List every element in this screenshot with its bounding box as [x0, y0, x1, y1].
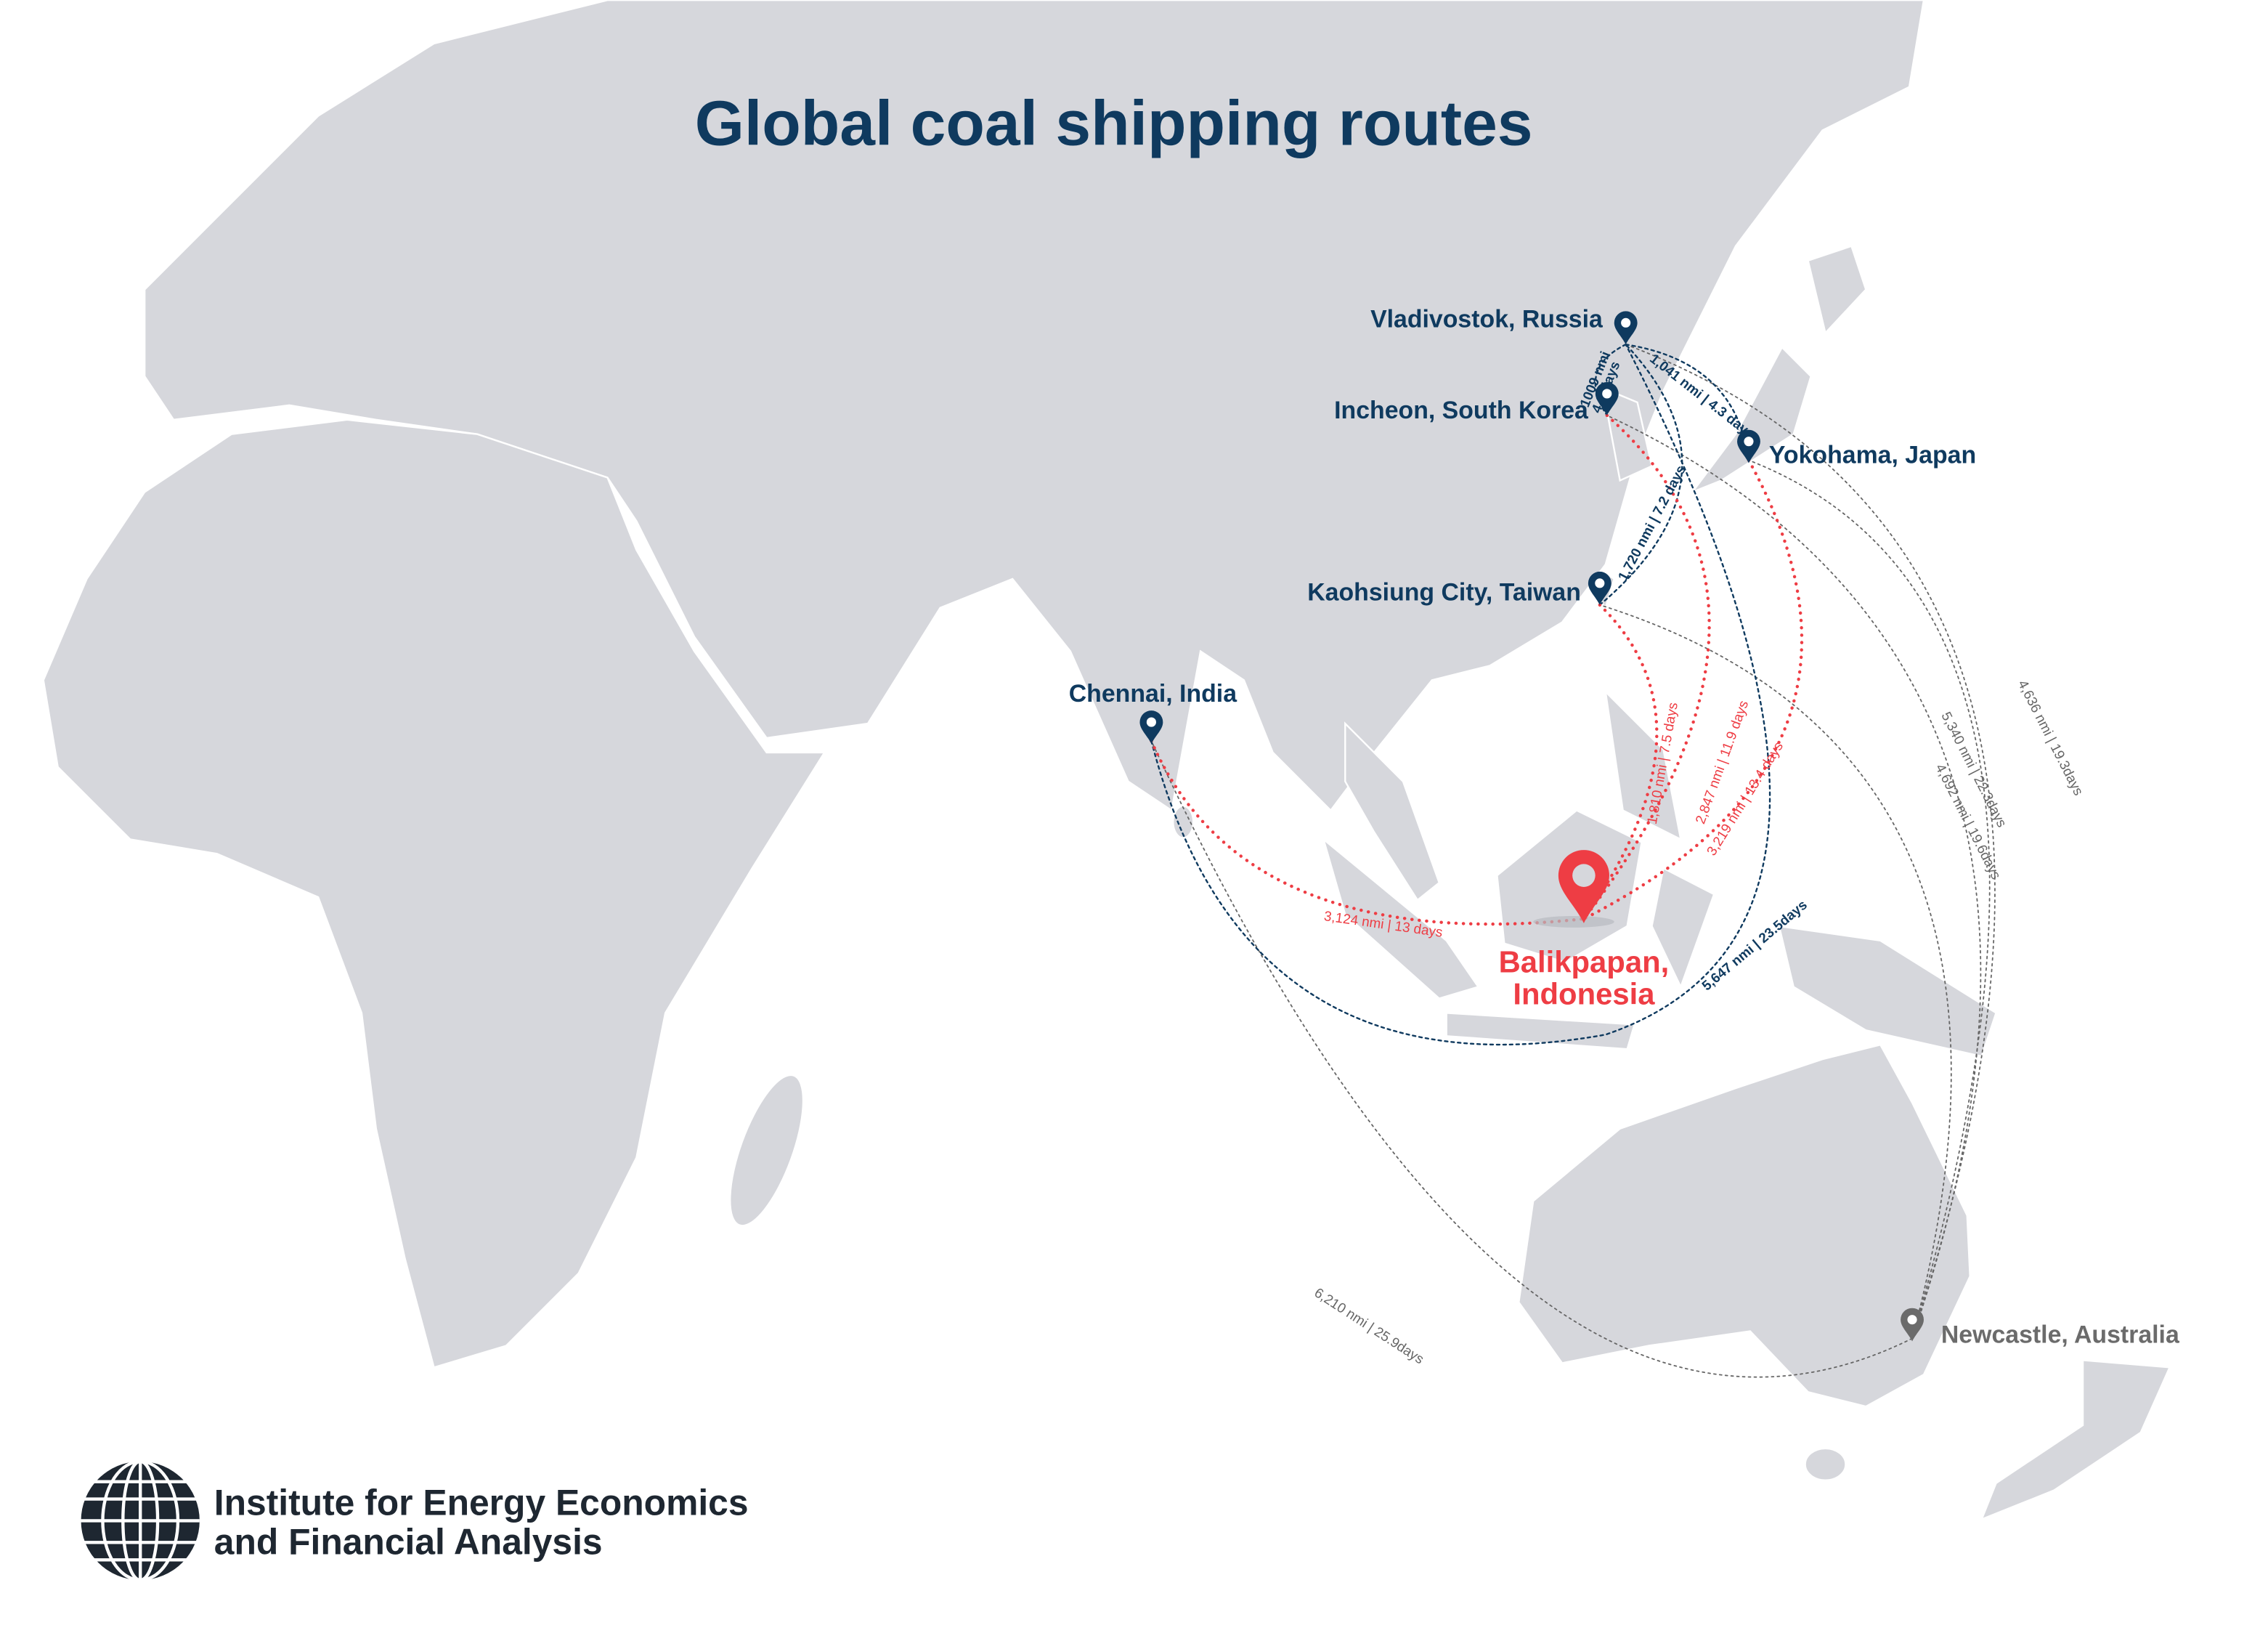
new-zealand [1980, 1359, 2171, 1521]
korea [1601, 386, 1653, 482]
tasmania [1804, 1447, 1847, 1481]
iefa-logo: Institute for Energy Economics and Finan… [81, 1459, 749, 1582]
australia [1518, 1043, 1971, 1408]
route-newcastle-kaohsiung [1598, 604, 1952, 1340]
port-label: Newcastle, Australia [1941, 1321, 2180, 1349]
sri-lanka [1172, 805, 1195, 839]
port-chennai[interactable]: Chennai, India [1069, 680, 1237, 744]
label-vladivostok-yokohama: 1,041 nmi | 4.3 days [1646, 352, 1757, 442]
sulawesi [1651, 867, 1715, 989]
logo-line1: Institute for Energy Economics [214, 1483, 749, 1523]
route-newcastle-yokohama [1748, 459, 1991, 1340]
port-incheon[interactable]: Incheon, South Korea [1334, 382, 1619, 424]
map-title: Global coal shipping routes [695, 87, 1533, 158]
eurasia [143, 0, 1925, 812]
new-guinea [1778, 925, 1997, 1058]
routes [1150, 344, 1996, 1378]
landmasses [42, 0, 2171, 1521]
route-chennai-balikpapan [1150, 739, 1586, 926]
japan [1689, 346, 1812, 495]
malay-peninsula [1344, 721, 1441, 901]
route-yokohama-balikpapan [1582, 458, 1804, 921]
map-pin-icon [1558, 850, 1609, 923]
hub-label-line1: Balikpapan, [1499, 945, 1670, 979]
madagascar [729, 1074, 805, 1227]
port-label: Yokohama, Japan [1769, 442, 1976, 469]
route-newcastle-chennai [1150, 740, 1913, 1378]
route-kaohsiung-balikpapan [1582, 603, 1659, 921]
port-markers: Vladivostok, Russia Incheon, South Korea… [1069, 305, 2180, 1348]
globe-grid-icon [81, 1459, 200, 1582]
route-chennai-vladivostok [1150, 344, 1771, 1046]
hokkaido [1807, 245, 1867, 335]
port-label: Vladivostok, Russia [1370, 305, 1604, 333]
pin-shadow [1533, 915, 1614, 928]
port-kaohsiung[interactable]: Kaohsiung City, Taiwan [1307, 571, 1611, 607]
hub-label-line2: Indonesia [1513, 976, 1655, 1010]
philippines [1604, 689, 1682, 841]
label-newcastle-chennai: 6,210 nmi | 25.9days [1312, 1285, 1426, 1367]
route-newcastle-vladivostok [1625, 344, 1996, 1340]
label-newcastle-vladivostok: 4,636 nmi | 19.3days [2015, 678, 2086, 798]
hub-balikpapan[interactable]: Balikpapan, Indonesia [1499, 850, 1670, 1010]
port-vladivostok[interactable]: Vladivostok, Russia [1370, 305, 1638, 345]
port-label: Kaohsiung City, Taiwan [1307, 579, 1581, 607]
port-label: Incheon, South Korea [1334, 397, 1589, 424]
port-yokohama[interactable]: Yokohama, Japan [1737, 429, 1976, 469]
logo-line2: and Financial Analysis [214, 1521, 603, 1562]
sumatra [1322, 837, 1480, 1000]
route-newcastle-incheon [1606, 414, 1982, 1340]
route-kaohsiung-vladivostok [1598, 344, 1683, 606]
java [1445, 1012, 1636, 1050]
port-newcastle[interactable]: Newcastle, Australia [1901, 1308, 2180, 1349]
port-label: Chennai, India [1069, 680, 1237, 708]
africa [42, 418, 826, 1369]
